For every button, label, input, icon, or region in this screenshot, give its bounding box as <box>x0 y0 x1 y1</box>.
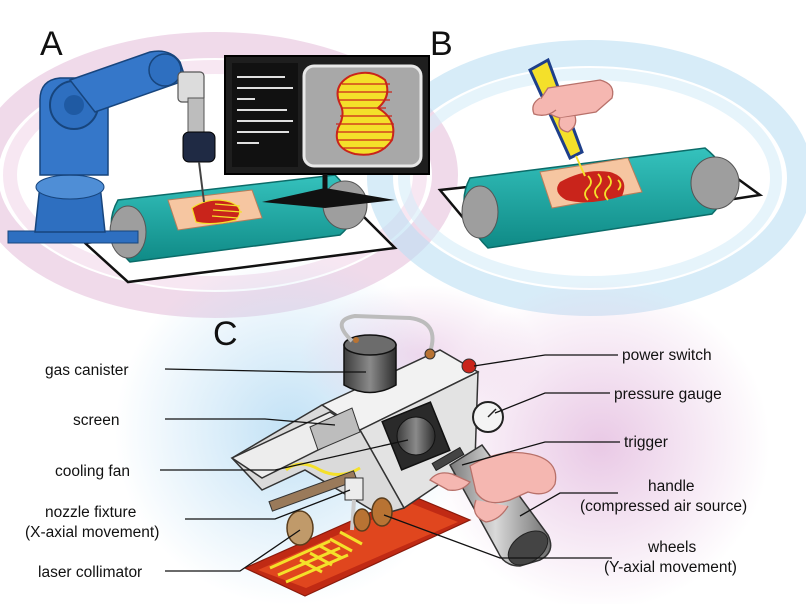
cooling-fan <box>396 416 436 456</box>
hand <box>469 451 557 504</box>
robot-tool <box>187 97 205 137</box>
wheel <box>353 508 371 532</box>
robot-elbow <box>148 53 182 87</box>
callout-line-laser-collimator <box>165 529 301 572</box>
trigger <box>431 446 465 472</box>
canister-valve <box>353 337 359 343</box>
handdrawn-pattern <box>584 173 622 201</box>
laser-collimator <box>286 510 314 546</box>
callout-line-nozzle-fixture <box>185 489 351 520</box>
finger <box>429 472 472 491</box>
screw-rail <box>268 470 358 512</box>
gas-canister-top <box>343 334 397 356</box>
label-nozzle-fixture-sub: (X-axial movement) <box>25 524 159 541</box>
gauge-needle <box>487 408 497 418</box>
panel-c: C <box>25 313 747 597</box>
callout-line-screen <box>165 418 336 426</box>
label-wheels: wheels <box>647 539 696 556</box>
power-switch <box>461 358 477 374</box>
pen-tip <box>575 155 586 177</box>
label-nozzle-fixture: nozzle fixture <box>45 504 136 521</box>
print-head <box>182 131 216 163</box>
printed-pattern <box>211 203 243 219</box>
console-text-lines <box>237 76 293 144</box>
finger <box>473 499 509 523</box>
bed-roller <box>690 156 740 210</box>
label-wheels-sub: (Y-axial movement) <box>604 559 737 576</box>
bed-roller <box>461 185 499 239</box>
wheel <box>371 497 393 527</box>
handle-cap <box>507 530 549 566</box>
callout-line-handle <box>519 492 618 517</box>
callout-line-gas-canister <box>164 368 366 373</box>
label-trigger: trigger <box>624 434 668 451</box>
laser-printed-lines <box>269 530 363 584</box>
panel-label-c: C <box>213 315 238 353</box>
tube-connector <box>424 348 436 360</box>
callout-line-power-switch <box>473 354 618 367</box>
panel-label-b: B <box>430 25 453 63</box>
robot-base-top <box>35 174 105 200</box>
label-screen: screen <box>73 412 120 429</box>
label-handle: handle <box>648 478 695 495</box>
gas-canister <box>343 344 397 394</box>
label-gas-canister: gas canister <box>45 362 129 379</box>
screen-panel <box>309 407 361 451</box>
panel-label-a: A <box>40 25 63 63</box>
monitor-console <box>232 63 298 167</box>
preview-stripes <box>336 83 394 149</box>
robot-base-plate <box>7 230 139 244</box>
wound <box>557 171 625 203</box>
label-laser-collimator: laser collimator <box>38 564 142 581</box>
nozzle-rod <box>350 499 356 531</box>
gas-tube <box>339 313 435 353</box>
finger <box>532 97 557 116</box>
robot-joint-center <box>64 95 84 115</box>
label-handle-sub: (compressed air source) <box>580 498 747 515</box>
callout-line-wheels <box>383 514 612 559</box>
nozzle <box>198 161 205 203</box>
callout-line-cooling-fan <box>160 439 409 471</box>
callout-lines <box>160 354 620 572</box>
label-cooling-fan: cooling fan <box>55 463 130 480</box>
panel-b: B <box>430 25 764 249</box>
nozzle-fixture <box>344 477 364 501</box>
thumb <box>558 115 577 133</box>
callout-line-trigger <box>461 441 620 466</box>
label-power-switch: power switch <box>622 347 712 364</box>
callout-line-pressure-gauge <box>494 392 610 414</box>
preview-wound-shape <box>335 71 395 156</box>
monitor-foot <box>262 188 395 208</box>
panel-a: A <box>7 25 430 284</box>
label-pressure-gauge: pressure gauge <box>614 386 722 403</box>
